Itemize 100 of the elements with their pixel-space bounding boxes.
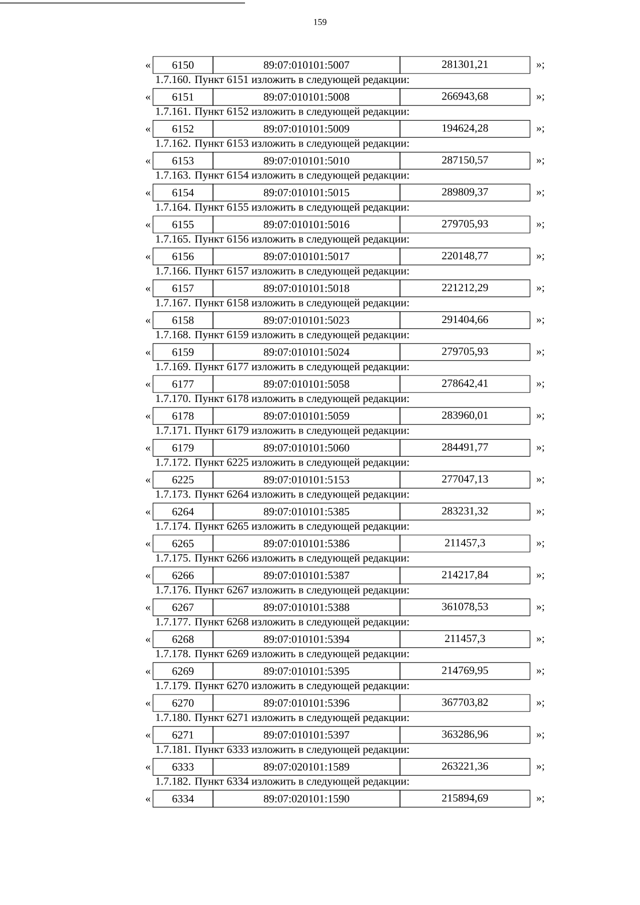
quote-mark: «	[146, 414, 150, 419]
paragraph-text: 1.7.166. Пункт 6157 изложить в следующей редакции:	[156, 266, 409, 277]
table-cell: 6271	[152, 726, 214, 744]
table-cell: 211457,3	[400, 534, 530, 552]
table-cell: 89:07:010101:5017	[212, 248, 400, 266]
table-cell: 6265	[152, 534, 214, 552]
table-cell: 6157	[152, 280, 214, 298]
page-number: 159	[314, 18, 326, 26]
table-cell: 277047,13	[400, 470, 530, 488]
table-cell: 89:07:010101:5015	[212, 184, 400, 202]
table-cell: 89:07:010101:5009	[212, 120, 400, 138]
table-cell: 211457,3	[400, 630, 530, 648]
quote-mark: »;	[536, 350, 544, 357]
table-cell: 220148,77	[400, 248, 530, 266]
paragraph-text: 1.7.179. Пункт 6270 изложить в следующей редакции:	[156, 682, 409, 692]
quote-mark: »;	[536, 158, 544, 166]
table-cell: 89:07:010101:5396	[212, 694, 400, 712]
quote-mark: «	[146, 96, 150, 100]
table-cell: 363286,96	[400, 726, 530, 744]
quote-mark: »;	[536, 318, 544, 325]
quote-mark: «	[146, 638, 150, 642]
paragraph-text: 1.7.164. Пункт 6155 изложить в следующей редакции:	[156, 203, 409, 213]
quote-mark: »;	[536, 764, 544, 772]
paragraph-text: 1.7.178. Пункт 6269 изложить в следующей редакции:	[156, 650, 409, 660]
table-cell: 6156	[152, 248, 214, 266]
table-cell: 89:07:010101:5059	[212, 407, 400, 425]
quote-mark: »;	[536, 477, 544, 484]
paragraph-text: 1.7.162. Пункт 6153 изложить в следующей редакции:	[156, 139, 409, 150]
table-cell: 6150	[152, 56, 214, 74]
table-cell: 278642,41	[400, 375, 530, 393]
quote-mark: «	[146, 797, 150, 802]
quote-mark: «	[146, 542, 150, 546]
table-cell: 214769,95	[400, 662, 530, 680]
table-cell: 89:07:010101:5387	[212, 566, 400, 584]
table-cell: 361078,53	[400, 598, 530, 616]
table-cell: 6264	[152, 502, 214, 520]
table-cell: 6154	[152, 184, 214, 202]
table-cell: 89:07:010101:5386	[212, 534, 400, 552]
table-cell: 89:07:010101:5007	[212, 56, 400, 74]
quote-mark: »;	[536, 286, 544, 293]
quote-mark: «	[146, 382, 150, 387]
table-cell: 89:07:010101:5010	[212, 152, 400, 170]
table-cell: 6159	[152, 343, 214, 361]
quote-mark: «	[146, 510, 150, 514]
paragraph-text: 1.7.172. Пункт 6225 изложить в следующей редакции:	[156, 458, 409, 468]
table-cell: 291404,66	[400, 311, 530, 329]
quote-mark: «	[146, 446, 150, 451]
table-cell: 89:07:010101:5397	[212, 726, 400, 744]
quote-mark: «	[146, 223, 150, 228]
paragraph-text: 1.7.165. Пункт 6156 изложить в следующей редакции:	[156, 234, 409, 245]
quote-mark: «	[146, 64, 150, 68]
paragraph-text: 1.7.170. Пункт 6178 изложить в следующей редакции:	[156, 394, 409, 404]
table-cell: 89:07:010101:5060	[212, 439, 400, 457]
table-cell: 6267	[152, 598, 214, 616]
quote-mark: »;	[536, 668, 544, 676]
table-cell: 6158	[152, 311, 214, 329]
quote-mark: «	[146, 159, 150, 164]
table-cell: 221212,29	[400, 280, 530, 298]
quote-mark: »;	[536, 190, 544, 198]
quote-mark: »;	[536, 796, 544, 804]
table-cell: 194624,28	[400, 120, 530, 138]
table-cell: 89:07:010101:5023	[212, 311, 400, 329]
table-cell: 6151	[152, 88, 214, 106]
table-cell: 281301,21	[400, 56, 530, 74]
table-cell: 214217,84	[400, 566, 530, 584]
table-cell: 6268	[152, 630, 214, 648]
paragraph-text: 1.7.169. Пункт 6177 изложить в следующей редакции:	[156, 362, 409, 372]
table-cell: 6269	[152, 662, 214, 680]
table-cell: 266943,68	[400, 88, 530, 106]
table-cell: 89:07:010101:5058	[212, 375, 400, 393]
table-cell: 367703,82	[400, 694, 530, 712]
paragraph-text: 1.7.161. Пункт 6152 изложить в следующей редакции:	[156, 107, 409, 118]
table-cell: 279705,93	[400, 216, 530, 234]
quote-mark: »;	[536, 62, 544, 70]
table-cell: 6266	[152, 566, 214, 584]
quote-mark: »;	[536, 509, 544, 516]
table-cell: 215894,69	[400, 790, 530, 808]
quote-mark: «	[146, 606, 150, 610]
table-cell: 284491,77	[400, 439, 530, 457]
table-cell: 89:07:010101:5395	[212, 662, 400, 680]
table-cell: 89:07:010101:5153	[212, 470, 400, 488]
paragraph-text: 1.7.173. Пункт 6264 изложить в следующей редакции:	[156, 490, 409, 500]
quote-mark: «	[146, 670, 150, 674]
paragraph-text: 1.7.171. Пункт 6179 изложить в следующей редакции:	[156, 426, 409, 436]
paragraph-text: 1.7.182. Пункт 6334 изложить в следующей редакции:	[156, 777, 409, 788]
table-cell: 6177	[152, 375, 214, 393]
table-cell: 289809,37	[400, 184, 530, 202]
table-cell: 283231,32	[400, 502, 530, 520]
quote-mark: »;	[536, 445, 544, 452]
quote-mark: »;	[536, 732, 544, 740]
paragraph-text: 1.7.160. Пункт 6151 изложить в следующей редакции:	[156, 75, 409, 86]
paragraph-text: 1.7.180. Пункт 6271 изложить в следующей редакции:	[156, 713, 409, 724]
table-cell: 89:07:010101:5385	[212, 502, 400, 520]
table-cell: 6152	[152, 120, 214, 138]
quote-mark: »;	[536, 222, 544, 229]
table-cell: 6333	[152, 758, 214, 776]
table-cell: 6225	[152, 470, 214, 488]
quote-mark: «	[146, 702, 150, 706]
quote-mark: «	[146, 287, 150, 292]
paragraph-text: 1.7.176. Пункт 6267 изложить в следующей редакции:	[156, 586, 409, 596]
